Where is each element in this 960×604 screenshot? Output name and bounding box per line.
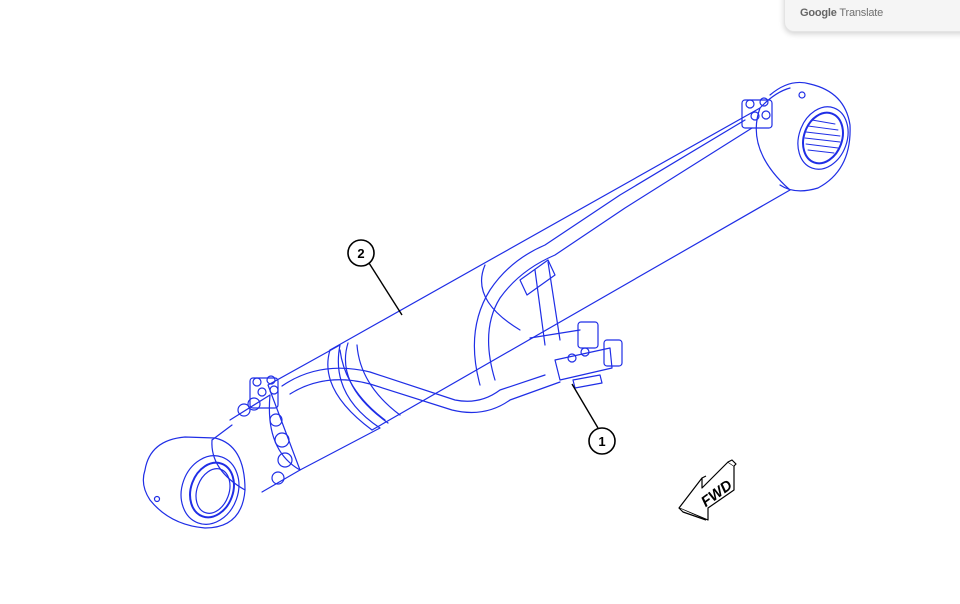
google-translate-popup[interactable]: Google Translate [784,0,960,32]
translate-brand: Google [800,7,837,19]
callout-1[interactable]: 1 [588,427,616,455]
gland-flange [211,344,381,493]
port-fittings [554,321,623,389]
translate-product: Translate [839,7,884,19]
fwd-direction-indicator: FWD [678,459,737,521]
arrow-left-icon [678,459,737,521]
callout-2-label: 2 [357,246,364,261]
callout-2[interactable]: 2 [347,239,375,267]
google-translate-label: Google Translate [800,7,883,19]
cap-end-eye [741,81,851,192]
rod-end-eye [142,436,246,529]
callout-2-leader [368,262,403,316]
callout-1-leader [571,383,599,429]
cylinder-barrel [327,107,791,431]
callout-1-label: 1 [598,434,605,449]
tube-clamps [339,344,401,421]
hydraulic-tubes [281,119,753,413]
